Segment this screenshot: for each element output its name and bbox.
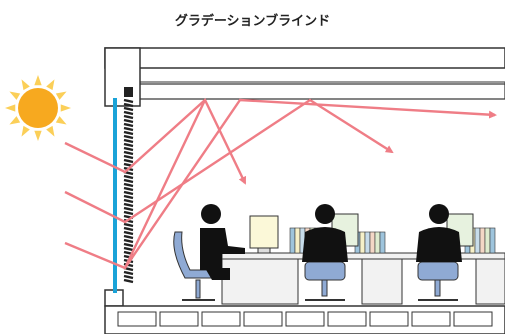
sun-ray [34, 75, 42, 86]
sun-ray [34, 130, 42, 141]
window-frame-top [104, 47, 141, 107]
blind-slat [123, 270, 134, 276]
blind-slat [123, 134, 134, 140]
blind-slat [123, 186, 134, 192]
blind-slat [123, 182, 134, 188]
blind-slat [123, 198, 134, 204]
binder [474, 227, 481, 254]
blind-icon [123, 87, 134, 284]
blind-slat [123, 194, 134, 200]
blind-slat [123, 190, 134, 196]
blind-slat [123, 126, 134, 132]
floor-tiles [117, 311, 493, 327]
binder [374, 231, 381, 254]
sun-ray [9, 91, 21, 100]
binder [479, 227, 486, 254]
blind-slat [123, 150, 134, 156]
window-glass [113, 98, 117, 293]
sun-ray [21, 79, 30, 91]
person-icon [302, 204, 348, 262]
blind-slat [123, 114, 134, 120]
blind-slat [123, 158, 134, 164]
diagram-title: グラデーションブラインド [174, 14, 331, 29]
blind-slat [123, 226, 134, 232]
binder [289, 227, 296, 254]
blind-slat [123, 222, 134, 228]
desk-icon [221, 252, 505, 305]
person-icon [200, 204, 245, 280]
binder [359, 231, 366, 254]
blind-slat [123, 174, 134, 180]
blind-slat [123, 274, 134, 280]
office-chair-icon [173, 231, 459, 301]
sun-ray [5, 104, 16, 112]
blind-slat [123, 110, 134, 116]
blind-slat [123, 98, 134, 104]
person-icon [416, 204, 462, 262]
blind-slat [123, 118, 134, 124]
blind-slat [123, 238, 134, 244]
blind-slat [123, 278, 134, 284]
blind-slat [123, 202, 134, 208]
binder [489, 227, 496, 254]
sun-ray [55, 116, 67, 125]
lighting-shelf [121, 83, 505, 100]
sun-icon [5, 75, 71, 141]
blind-slat [123, 130, 134, 136]
binder [379, 231, 386, 254]
sun-ray [21, 125, 30, 137]
blind-slat [123, 106, 134, 112]
blind-slat [123, 206, 134, 212]
blind-slat [123, 142, 134, 148]
sun-ray [9, 116, 21, 125]
sun-ray [46, 125, 55, 137]
ceiling-slab [104, 47, 505, 69]
blind-slat [123, 154, 134, 160]
blind-slat [123, 246, 134, 252]
blind-slat [123, 146, 134, 152]
binder [369, 231, 376, 254]
blind-slat [123, 122, 134, 128]
blind-slat [123, 138, 134, 144]
blind-slat [123, 242, 134, 248]
blind-slat [123, 230, 134, 236]
sun-ray [60, 104, 71, 112]
blind-slat [123, 234, 134, 240]
binder [364, 231, 371, 254]
blind-slat [123, 210, 134, 216]
blind-slat [123, 178, 134, 184]
sun-ray [46, 79, 55, 91]
binder [484, 227, 491, 254]
building-structure [104, 47, 505, 334]
sun-ray [55, 91, 67, 100]
blind-slat [123, 102, 134, 108]
binder [294, 227, 301, 254]
light-rays [64, 98, 497, 270]
